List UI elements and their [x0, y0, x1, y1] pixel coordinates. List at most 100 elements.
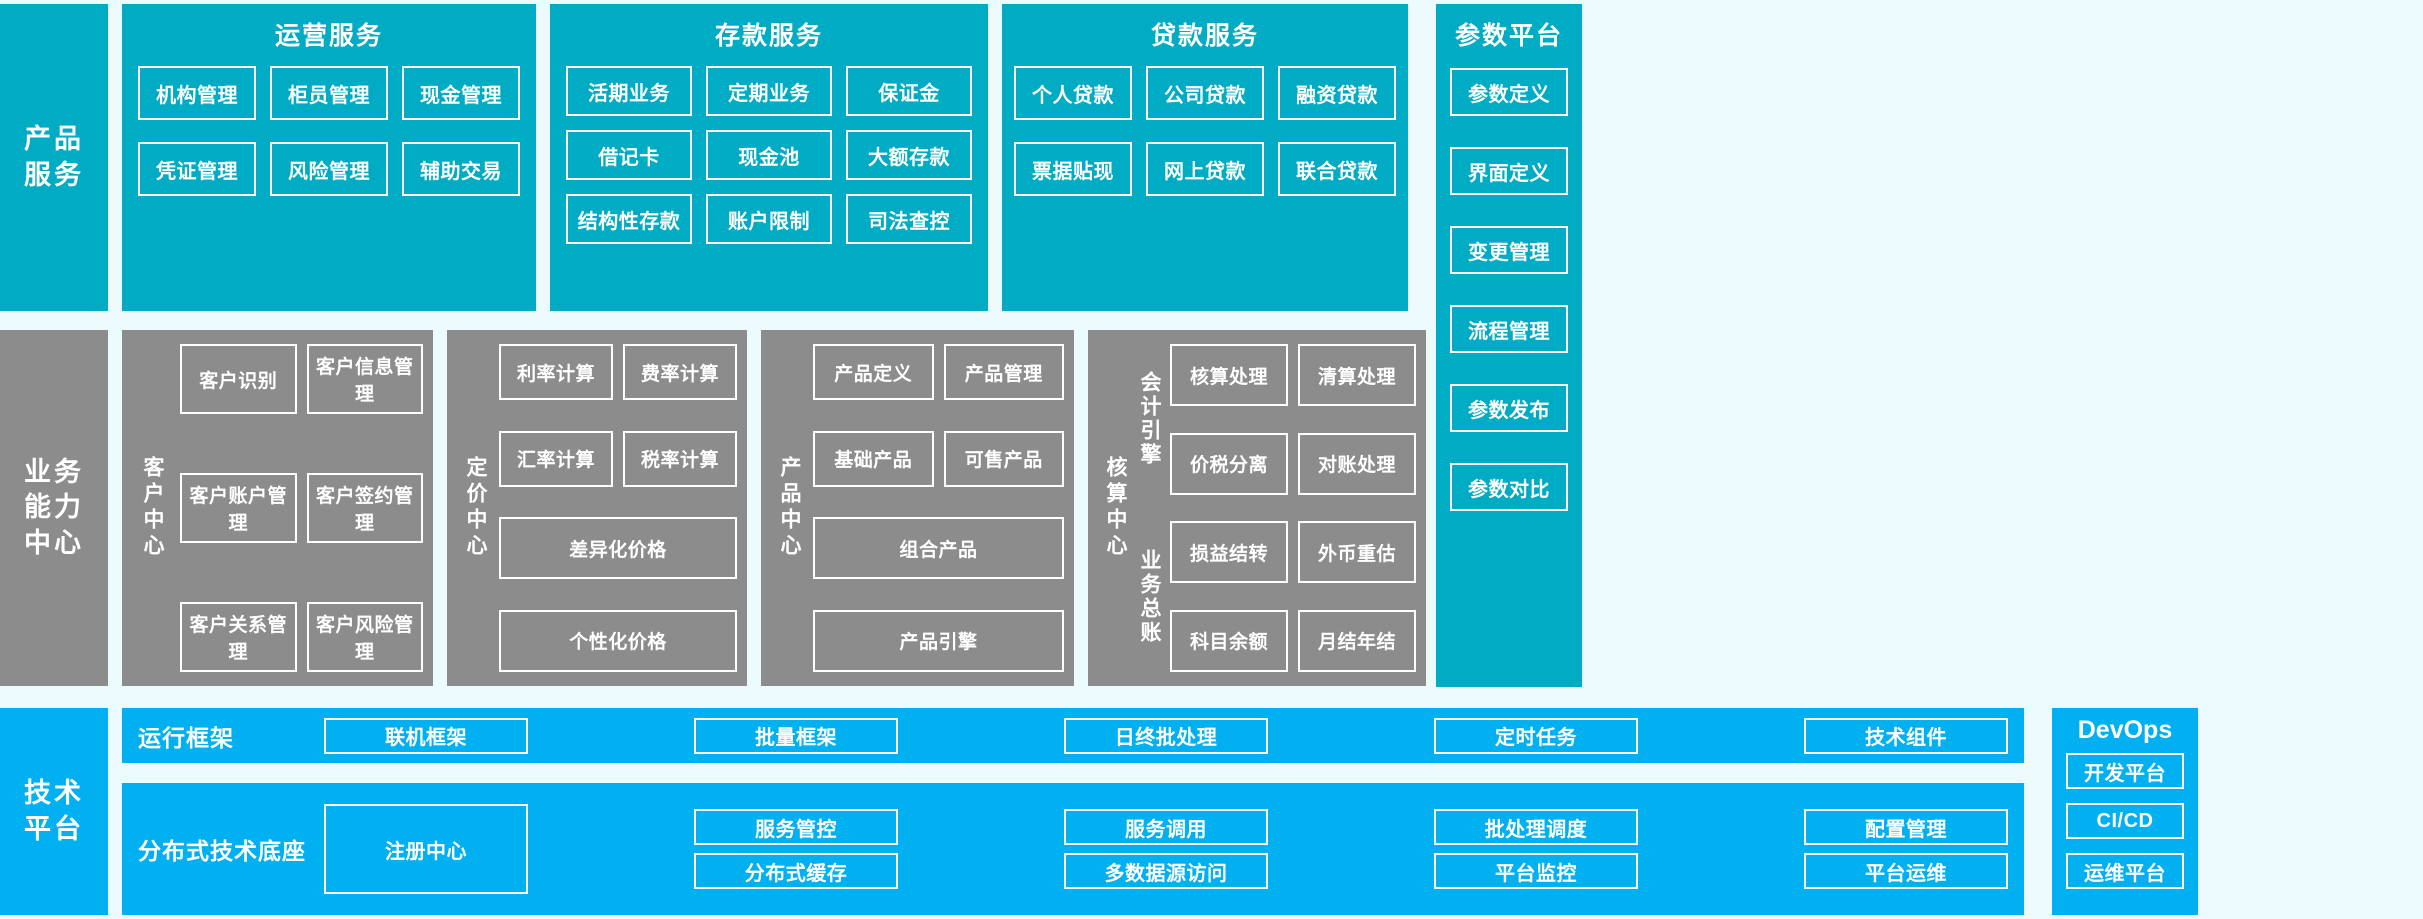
service-cell[interactable]: 大额存款	[846, 130, 972, 180]
service-cell[interactable]: 辅助交易	[402, 142, 520, 196]
center-label-customer: 客户中心	[141, 456, 164, 560]
layer-label-line1: 技术	[24, 777, 84, 808]
center-row: 客户关系管理 客户风险管理	[180, 602, 423, 672]
capability-cell[interactable]: 客户账户管理	[180, 473, 297, 543]
service-cell[interactable]: 公司贷款	[1146, 66, 1264, 120]
technology-cell[interactable]: 服务管控	[694, 809, 898, 845]
service-cell[interactable]: 票据贴现	[1014, 142, 1132, 196]
technology-cell[interactable]: 配置管理	[1804, 809, 2008, 845]
capability-cell[interactable]: 客户识别	[180, 344, 297, 414]
devops-cell[interactable]: 开发平台	[2066, 753, 2184, 789]
panel-title-loan-services: 贷款服务	[1150, 22, 1259, 50]
technology-cell[interactable]: 批处理调度	[1434, 809, 1638, 845]
accounting-center-grid: 核算处理 清算处理 价税分离 对账处理 损益结转 外币重估 科目余额 月结年结	[1170, 344, 1416, 672]
center-row: 价税分离 对账处理	[1170, 432, 1416, 495]
technology-cell[interactable]: 多数据源访问	[1064, 853, 1268, 889]
service-cell[interactable]: 账户限制	[706, 194, 832, 244]
operation-services-grid: 机构管理 柜员管理 现金管理 凭证管理 风险管理 辅助交易	[122, 66, 536, 218]
capability-cell[interactable]: 差异化价格	[499, 517, 737, 580]
service-cell[interactable]: 活期业务	[566, 66, 692, 116]
deposit-services-grid: 活期业务 定期业务 保证金 借记卡 现金池 大额存款 结构性存款 账户限制 司法…	[550, 66, 988, 258]
service-cell[interactable]: 现金池	[706, 130, 832, 180]
capability-cell[interactable]: 科目余额	[1170, 609, 1288, 672]
technology-cell[interactable]: 联机框架	[324, 717, 528, 754]
technology-cell[interactable]: 平台监控	[1434, 853, 1638, 889]
service-cell[interactable]: 凭证管理	[138, 142, 256, 196]
devops-cell[interactable]: CI/CD	[2066, 803, 2184, 839]
parameter-cell[interactable]: 流程管理	[1450, 305, 1568, 353]
technology-cell[interactable]: 分布式缓存	[694, 853, 898, 889]
center-label-accounting: 核算中心	[1104, 456, 1127, 560]
business-capability-layer: 业务 能力 中心 客户中心 客户识别 客户信息管理 客户账户管理 客户签约管理 …	[0, 330, 1426, 686]
capability-cell[interactable]: 清算处理	[1298, 344, 1416, 406]
layer-label-product-services: 产品 服务	[0, 4, 108, 311]
capability-cell[interactable]: 汇率计算	[499, 430, 613, 487]
center-row: 差异化价格	[499, 517, 737, 580]
capability-cell[interactable]: 客户信息管理	[306, 344, 423, 414]
panel-parameter-platform: 参数平台 参数定义 界面定义 变更管理 流程管理 参数发布 参数对比	[1436, 4, 1582, 687]
layer-label-line2: 服务	[24, 159, 84, 190]
capability-cell[interactable]: 利率计算	[499, 344, 613, 400]
capability-cell[interactable]: 产品管理	[943, 344, 1064, 400]
capability-cell[interactable]: 客户风险管理	[306, 602, 423, 672]
service-cell[interactable]: 现金管理	[402, 66, 520, 120]
technology-cell[interactable]: 平台运维	[1804, 853, 2008, 889]
capability-cell[interactable]: 损益结转	[1170, 521, 1288, 584]
technology-cell[interactable]: 日终批处理	[1064, 717, 1268, 754]
layer-label-technology-platform: 技术 平台	[0, 708, 108, 915]
technology-cell[interactable]: 技术组件	[1804, 717, 2008, 754]
capability-cell[interactable]: 产品定义	[813, 344, 934, 400]
distributed-base-cells: 注册中心 服务管控 分布式缓存 服务调用 多数据源访问 批处理调度 平台监控	[324, 804, 2008, 894]
service-cell[interactable]: 保证金	[846, 66, 972, 116]
product-center-grid: 产品定义 产品管理 基础产品 可售产品 组合产品 产品引擎	[813, 344, 1064, 672]
service-cell[interactable]: 定期业务	[706, 66, 832, 116]
center-row: 利率计算 费率计算	[499, 344, 737, 400]
capability-cell[interactable]: 客户关系管理	[180, 602, 297, 672]
technology-cell[interactable]: 定时任务	[1434, 717, 1638, 754]
service-cell[interactable]: 结构性存款	[566, 194, 692, 244]
capability-cell[interactable]: 组合产品	[813, 517, 1064, 580]
service-cell[interactable]: 机构管理	[138, 66, 256, 120]
parameter-cell[interactable]: 界面定义	[1450, 147, 1568, 195]
service-cell[interactable]: 网上贷款	[1146, 142, 1264, 196]
center-row: 损益结转 外币重估	[1170, 521, 1416, 584]
parameter-cell[interactable]: 变更管理	[1450, 226, 1568, 274]
capability-cell[interactable]: 费率计算	[623, 344, 737, 400]
center-row: 组合产品	[813, 517, 1064, 580]
panel-deposit-services: 存款服务 活期业务 定期业务 保证金 借记卡 现金池 大额存款 结构性存款 账户…	[550, 4, 988, 311]
registry-center-cell[interactable]: 注册中心	[324, 804, 528, 894]
service-cell[interactable]: 融资贷款	[1278, 66, 1396, 120]
technology-cell[interactable]: 服务调用	[1064, 809, 1268, 845]
capability-cell[interactable]: 基础产品	[813, 430, 934, 487]
row-runtime-framework: 运行框架 联机框架 批量框架 日终批处理 定时任务 技术组件	[122, 708, 2024, 763]
devops-cell[interactable]: 运维平台	[2066, 853, 2184, 889]
parameter-cell[interactable]: 参数对比	[1450, 463, 1568, 511]
technology-cell[interactable]: 批量框架	[694, 717, 898, 754]
parameter-cell[interactable]: 参数发布	[1450, 384, 1568, 432]
service-cell[interactable]: 柜员管理	[270, 66, 388, 120]
center-row: 汇率计算 税率计算	[499, 430, 737, 487]
capability-cell[interactable]: 月结年结	[1298, 609, 1416, 672]
panel-devops: DevOps 开发平台 CI/CD 运维平台	[2052, 708, 2198, 915]
service-cell[interactable]: 个人贷款	[1014, 66, 1132, 120]
service-cell[interactable]: 风险管理	[270, 142, 388, 196]
service-cell[interactable]: 联合贷款	[1278, 142, 1396, 196]
service-cell[interactable]: 司法查控	[846, 194, 972, 244]
layer-label-line2: 平台	[24, 813, 84, 844]
center-row: 核算处理 清算处理	[1170, 344, 1416, 406]
parameter-cell[interactable]: 参数定义	[1450, 68, 1568, 116]
capability-cell[interactable]: 对账处理	[1298, 432, 1416, 495]
capability-cell[interactable]: 个性化价格	[499, 609, 737, 672]
layer-label-line1: 业务	[24, 456, 84, 487]
capability-cell[interactable]: 可售产品	[943, 430, 1064, 487]
capability-cell[interactable]: 税率计算	[623, 430, 737, 487]
capability-cell[interactable]: 客户签约管理	[306, 473, 423, 543]
pricing-center-grid: 利率计算 费率计算 汇率计算 税率计算 差异化价格 个性化价格	[499, 344, 737, 672]
capability-cell[interactable]: 核算处理	[1170, 344, 1288, 406]
center-row: 产品引擎	[813, 609, 1064, 672]
capability-cell[interactable]: 产品引擎	[813, 609, 1064, 672]
service-cell[interactable]: 借记卡	[566, 130, 692, 180]
devops-list: 开发平台 CI/CD 运维平台	[2052, 753, 2198, 889]
capability-cell[interactable]: 外币重估	[1298, 521, 1416, 584]
capability-cell[interactable]: 价税分离	[1170, 432, 1288, 495]
